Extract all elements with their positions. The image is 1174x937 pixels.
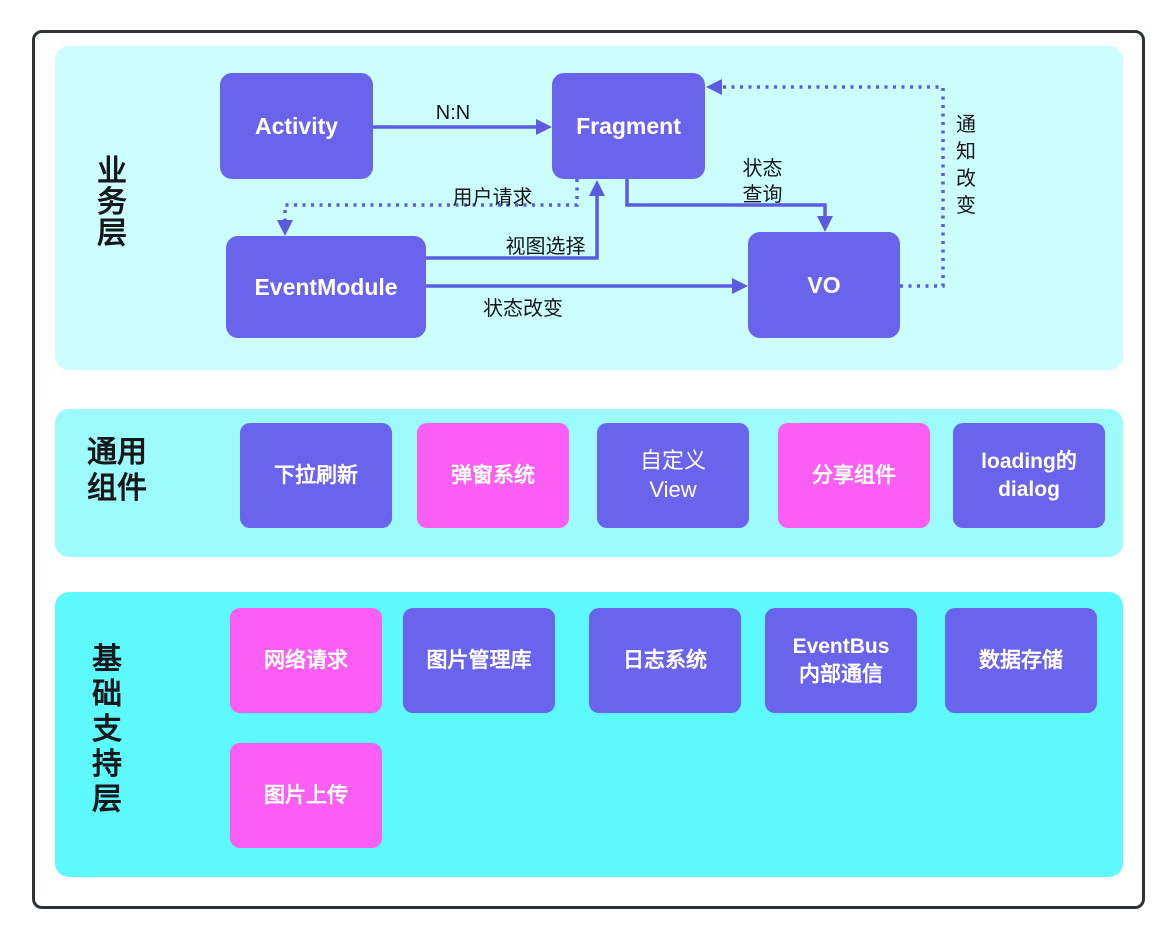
foundation-layer-band: 基 础 支 持 层 网络请求 图片管理库 日志系统 EventBus 内部通信 … [55, 592, 1123, 877]
edge-vo-to-fragment [706, 79, 945, 288]
node-vo: VO [748, 232, 900, 338]
foundation-layer-label: 基 础 支 持 层 [92, 643, 122, 816]
chip-share-component: 分享组件 [778, 423, 930, 528]
business-layer-label: 业 务 层 [97, 155, 127, 250]
node-activity: Activity [220, 73, 373, 179]
edge-label-view-select: 视图选择 [505, 236, 586, 258]
chip-data-storage: 数据存储 [945, 608, 1097, 713]
common-components-band: 通用 组件 下拉刷新 弹窗系统 自定义 View 分享组件 loading的 d… [55, 409, 1123, 557]
chip-eventbus: EventBus 内部通信 [765, 608, 917, 713]
chip-log-system: 日志系统 [589, 608, 741, 713]
chip-popup-system: 弹窗系统 [417, 423, 569, 528]
edge-fragment-to-vo [625, 179, 833, 232]
edge-fragment-to-eventmodule [277, 179, 579, 236]
node-fragment: Fragment [552, 73, 705, 179]
common-components-label: 通用 组件 [87, 436, 147, 505]
edge-label-state-change: 状态改变 [483, 298, 563, 320]
business-edges-canvas [277, 79, 945, 294]
edge-eventmodule-to-vo [426, 278, 748, 294]
edge-label-state-query: 状态 查询 [742, 158, 783, 206]
node-event-module: EventModule [226, 236, 426, 338]
chip-pull-to-refresh: 下拉刷新 [240, 423, 392, 528]
chip-custom-view: 自定义 View [597, 423, 749, 528]
chip-image-library: 图片管理库 [403, 608, 555, 713]
edge-label-nn: N:N [435, 102, 471, 124]
business-layer-band: 业 务 层 N:N 用户请求 [55, 46, 1123, 370]
edge-eventmodule-to-fragment [426, 180, 605, 260]
chip-network-request: 网络请求 [230, 608, 382, 713]
chip-loading-dialog: loading的 dialog [953, 423, 1105, 528]
edge-label-user-request: 用户请求 [452, 187, 533, 209]
chip-image-upload: 图片上传 [230, 743, 382, 848]
edge-activity-to-fragment [373, 119, 552, 135]
edge-label-notify-change: 通 知 改 变 [956, 114, 976, 217]
